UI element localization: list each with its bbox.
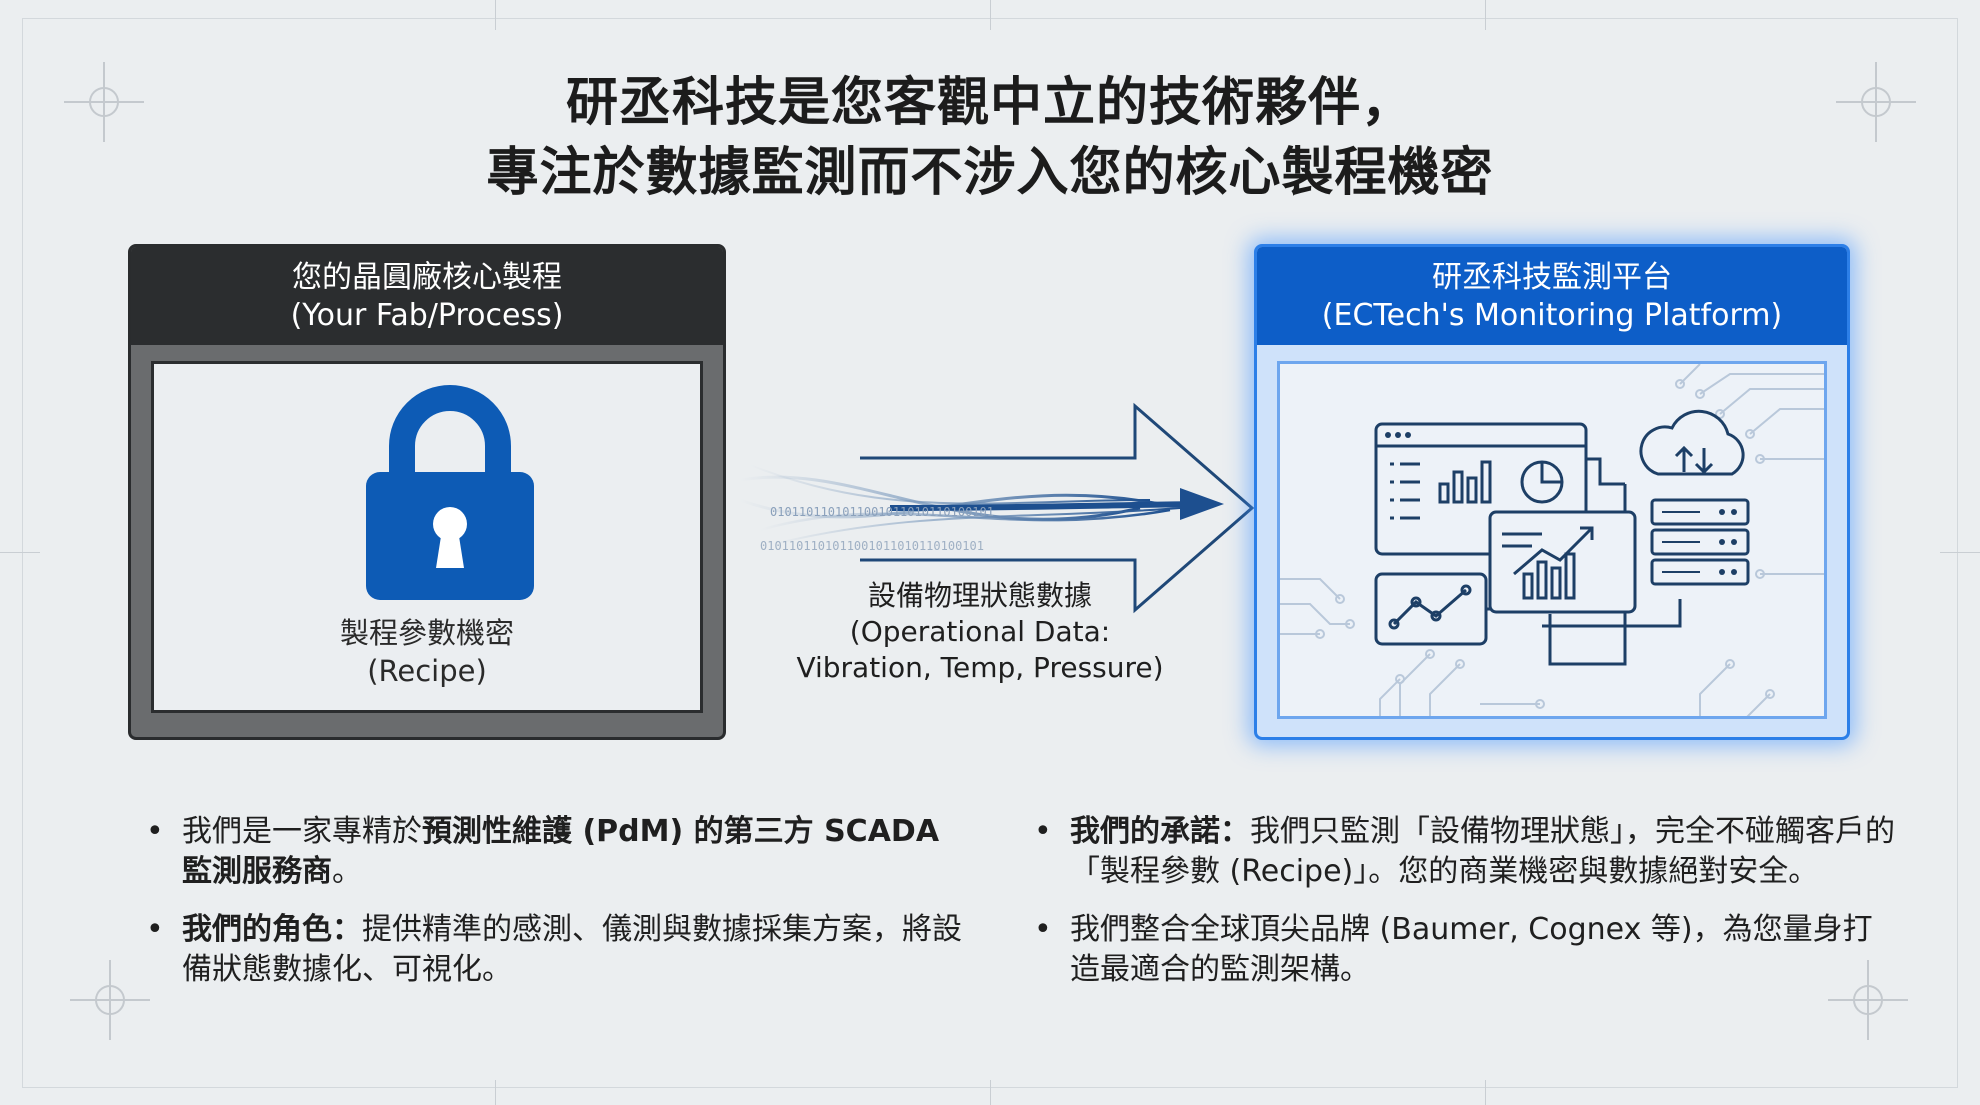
list-item: 我們是一家專精於預測性維護 (PdM) 的第三方 SCADA 監測服務商。 [142, 812, 972, 892]
binary-stream: 0101101101011001011010110100101 [760, 539, 984, 553]
crosshair-icon [1836, 62, 1916, 142]
crosshair-icon [70, 960, 150, 1040]
bullet-text: 。 [332, 854, 362, 889]
platform-header-en: (ECTech's Monitoring Platform) [1321, 298, 1783, 333]
recipe-label: 製程參數機密 (Recipe) [154, 614, 700, 690]
left-bullet-list: 我們是一家專精於預測性維護 (PdM) 的第三方 SCADA 監測服務商。 我們… [142, 812, 972, 1008]
fab-panel-body: 製程參數機密 (Recipe) [151, 361, 703, 713]
bullet-text: 我們整合全球頂尖品牌 (Baumer, Cognex 等)，為您量身打造最適合的… [1070, 912, 1873, 987]
edge-tick [1485, 1080, 1486, 1105]
list-item: 我們的承諾：我們只監測「設備物理狀態」，完全不碰觸客戶的「製程參數 (Recip… [1030, 812, 1900, 892]
circuit-traces [1280, 364, 1824, 716]
lock-icon [362, 384, 538, 602]
recipe-label-zh: 製程參數機密 [339, 616, 514, 650]
fab-panel-header: 您的晶圓廠核心製程 (Your Fab/Process) [131, 247, 723, 345]
bullet-text: 我們只監測「設備物理狀態」，完全不碰觸客戶的「製程參數 (Recipe)」。您的… [1070, 814, 1895, 889]
page-title-line-2: 專注於數據監測而不涉入您的核心製程機密 [486, 143, 1494, 203]
line-chart-icon [1488, 510, 1637, 614]
fab-header-en: (Your Fab/Process) [290, 298, 564, 333]
right-bullet-list: 我們的承諾：我們只監測「設備物理狀態」，完全不碰觸客戶的「製程參數 (Recip… [1030, 812, 1900, 1008]
edge-tick [0, 552, 40, 553]
trend-chart-icon [1374, 572, 1488, 646]
fab-process-panel: 您的晶圓廠核心製程 (Your Fab/Process) 製程參數機密 (Rec… [128, 244, 726, 740]
page-title-line-1: 研丞科技是您客觀中立的技術夥伴， [565, 73, 1414, 133]
edge-tick [990, 0, 991, 30]
platform-illustration [1280, 364, 1824, 716]
crosshair-icon [64, 62, 144, 142]
recipe-label-en: (Recipe) [367, 654, 487, 688]
edge-tick [495, 1080, 496, 1105]
operational-data-label: 設備物理狀態數據 (Operational Data: Vibration, T… [760, 578, 1200, 686]
list-item: 我們的角色：提供精準的感測、儀測與數據採集方案，將設備狀態數據化、可視化。 [142, 910, 972, 990]
flow-label-zh: 設備物理狀態數據 [867, 579, 1092, 612]
binary-stream: 0101101101011001011010110100101 [770, 505, 994, 519]
platform-panel-header: 研丞科技監測平台 (ECTech's Monitoring Platform) [1257, 247, 1847, 345]
platform-header-zh: 研丞科技監測平台 [1432, 260, 1672, 295]
bullet-bold-text: 預測性維護 (PdM) 的第三方 SCADA 監測服務商 [182, 814, 940, 889]
monitoring-platform-panel: 研丞科技監測平台 (ECTech's Monitoring Platform) [1254, 244, 1850, 740]
flow-label-en-1: (Operational Data: [849, 615, 1111, 648]
edge-tick [1485, 0, 1486, 30]
flow-label-en-2: Vibration, Temp, Pressure) [796, 651, 1164, 684]
cloud-sync-icon [1639, 409, 1745, 476]
edge-tick [990, 1080, 991, 1105]
data-flow-arrow: 0101101101011001011010110100101 01011011… [739, 400, 1260, 630]
edge-tick [1940, 552, 1980, 553]
list-item: 我們整合全球頂尖品牌 (Baumer, Cognex 等)，為您量身打造最適合的… [1030, 910, 1900, 990]
edge-tick [495, 0, 496, 30]
server-icon [1650, 498, 1750, 586]
bullet-text: 提供精準的感測、儀測與數據採集方案，將設備狀態數據化、可視化。 [182, 912, 962, 987]
bar-chart-icon [1438, 460, 1492, 504]
platform-panel-body [1277, 361, 1827, 719]
bullet-bold-text: 我們的承諾： [1070, 814, 1250, 849]
fab-header-zh: 您的晶圓廠核心製程 [292, 260, 562, 295]
bullet-bold-text: 我們的角色： [182, 912, 362, 947]
pie-chart-icon [1520, 460, 1564, 504]
bullet-text: 我們是一家專精於 [182, 814, 422, 849]
